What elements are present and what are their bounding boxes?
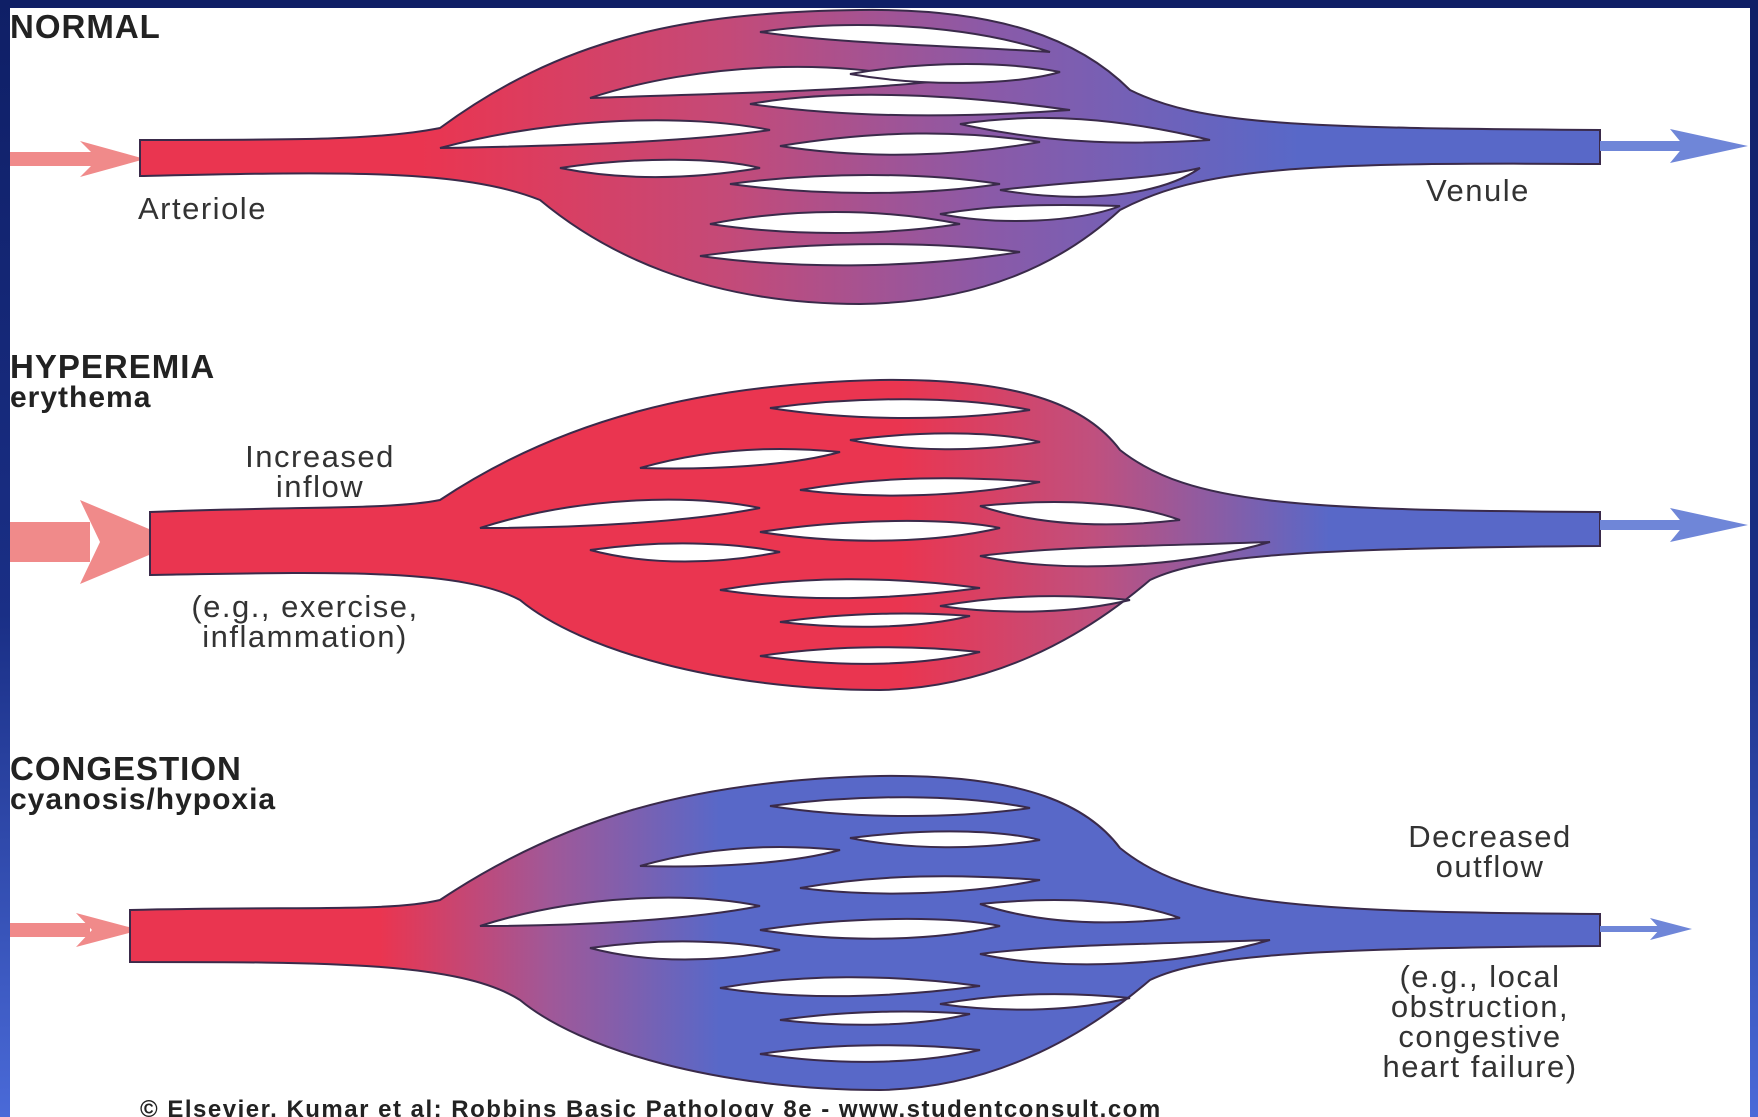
normal-capillary-bed bbox=[10, 10, 1748, 304]
venule-outflow-arrow bbox=[1600, 141, 1695, 151]
congestion-example-line1: (e.g., local bbox=[1310, 962, 1650, 992]
diagram-panel: NORMAL Arteriole Venule HYPEREMIA erythe… bbox=[10, 8, 1750, 1117]
venule-label: Venule bbox=[1426, 176, 1530, 206]
congestion-example-label: (e.g., local obstruction, congestive hea… bbox=[1310, 962, 1650, 1082]
hyperemia-example-label: (e.g., exercise, inflammation) bbox=[110, 592, 500, 652]
congestion-inflow-arrow bbox=[10, 923, 90, 937]
arteriole-inflow-arrow bbox=[10, 152, 100, 166]
hyperemia-example-line2: inflammation) bbox=[110, 622, 500, 652]
congestion-example-line2: obstruction, bbox=[1310, 992, 1650, 1022]
arteriole-label: Arteriole bbox=[138, 194, 267, 224]
decreased-outflow-line1: Decreased bbox=[1330, 822, 1650, 852]
hyperemia-outflow-arrow bbox=[1600, 520, 1695, 530]
copyright-credit: © Elsevier. Kumar et al: Robbins Basic P… bbox=[140, 1096, 1162, 1117]
increased-inflow-line1: Increased bbox=[170, 442, 470, 472]
congestion-example-line3: congestive bbox=[1310, 1022, 1650, 1052]
hyperemia-example-line1: (e.g., exercise, bbox=[110, 592, 500, 622]
decreased-outflow-line2: outflow bbox=[1330, 852, 1650, 882]
normal-title: NORMAL bbox=[10, 8, 161, 46]
congestion-example-line4: heart failure) bbox=[1310, 1052, 1650, 1082]
increased-inflow-line2: inflow bbox=[170, 472, 470, 502]
decreased-outflow-label: Decreased outflow bbox=[1330, 822, 1650, 882]
hyperemia-subtitle: erythema bbox=[10, 381, 151, 415]
congestion-subtitle: cyanosis/hypoxia bbox=[10, 783, 276, 817]
increased-inflow-label: Increased inflow bbox=[170, 442, 470, 502]
increased-inflow-arrow bbox=[10, 522, 90, 562]
